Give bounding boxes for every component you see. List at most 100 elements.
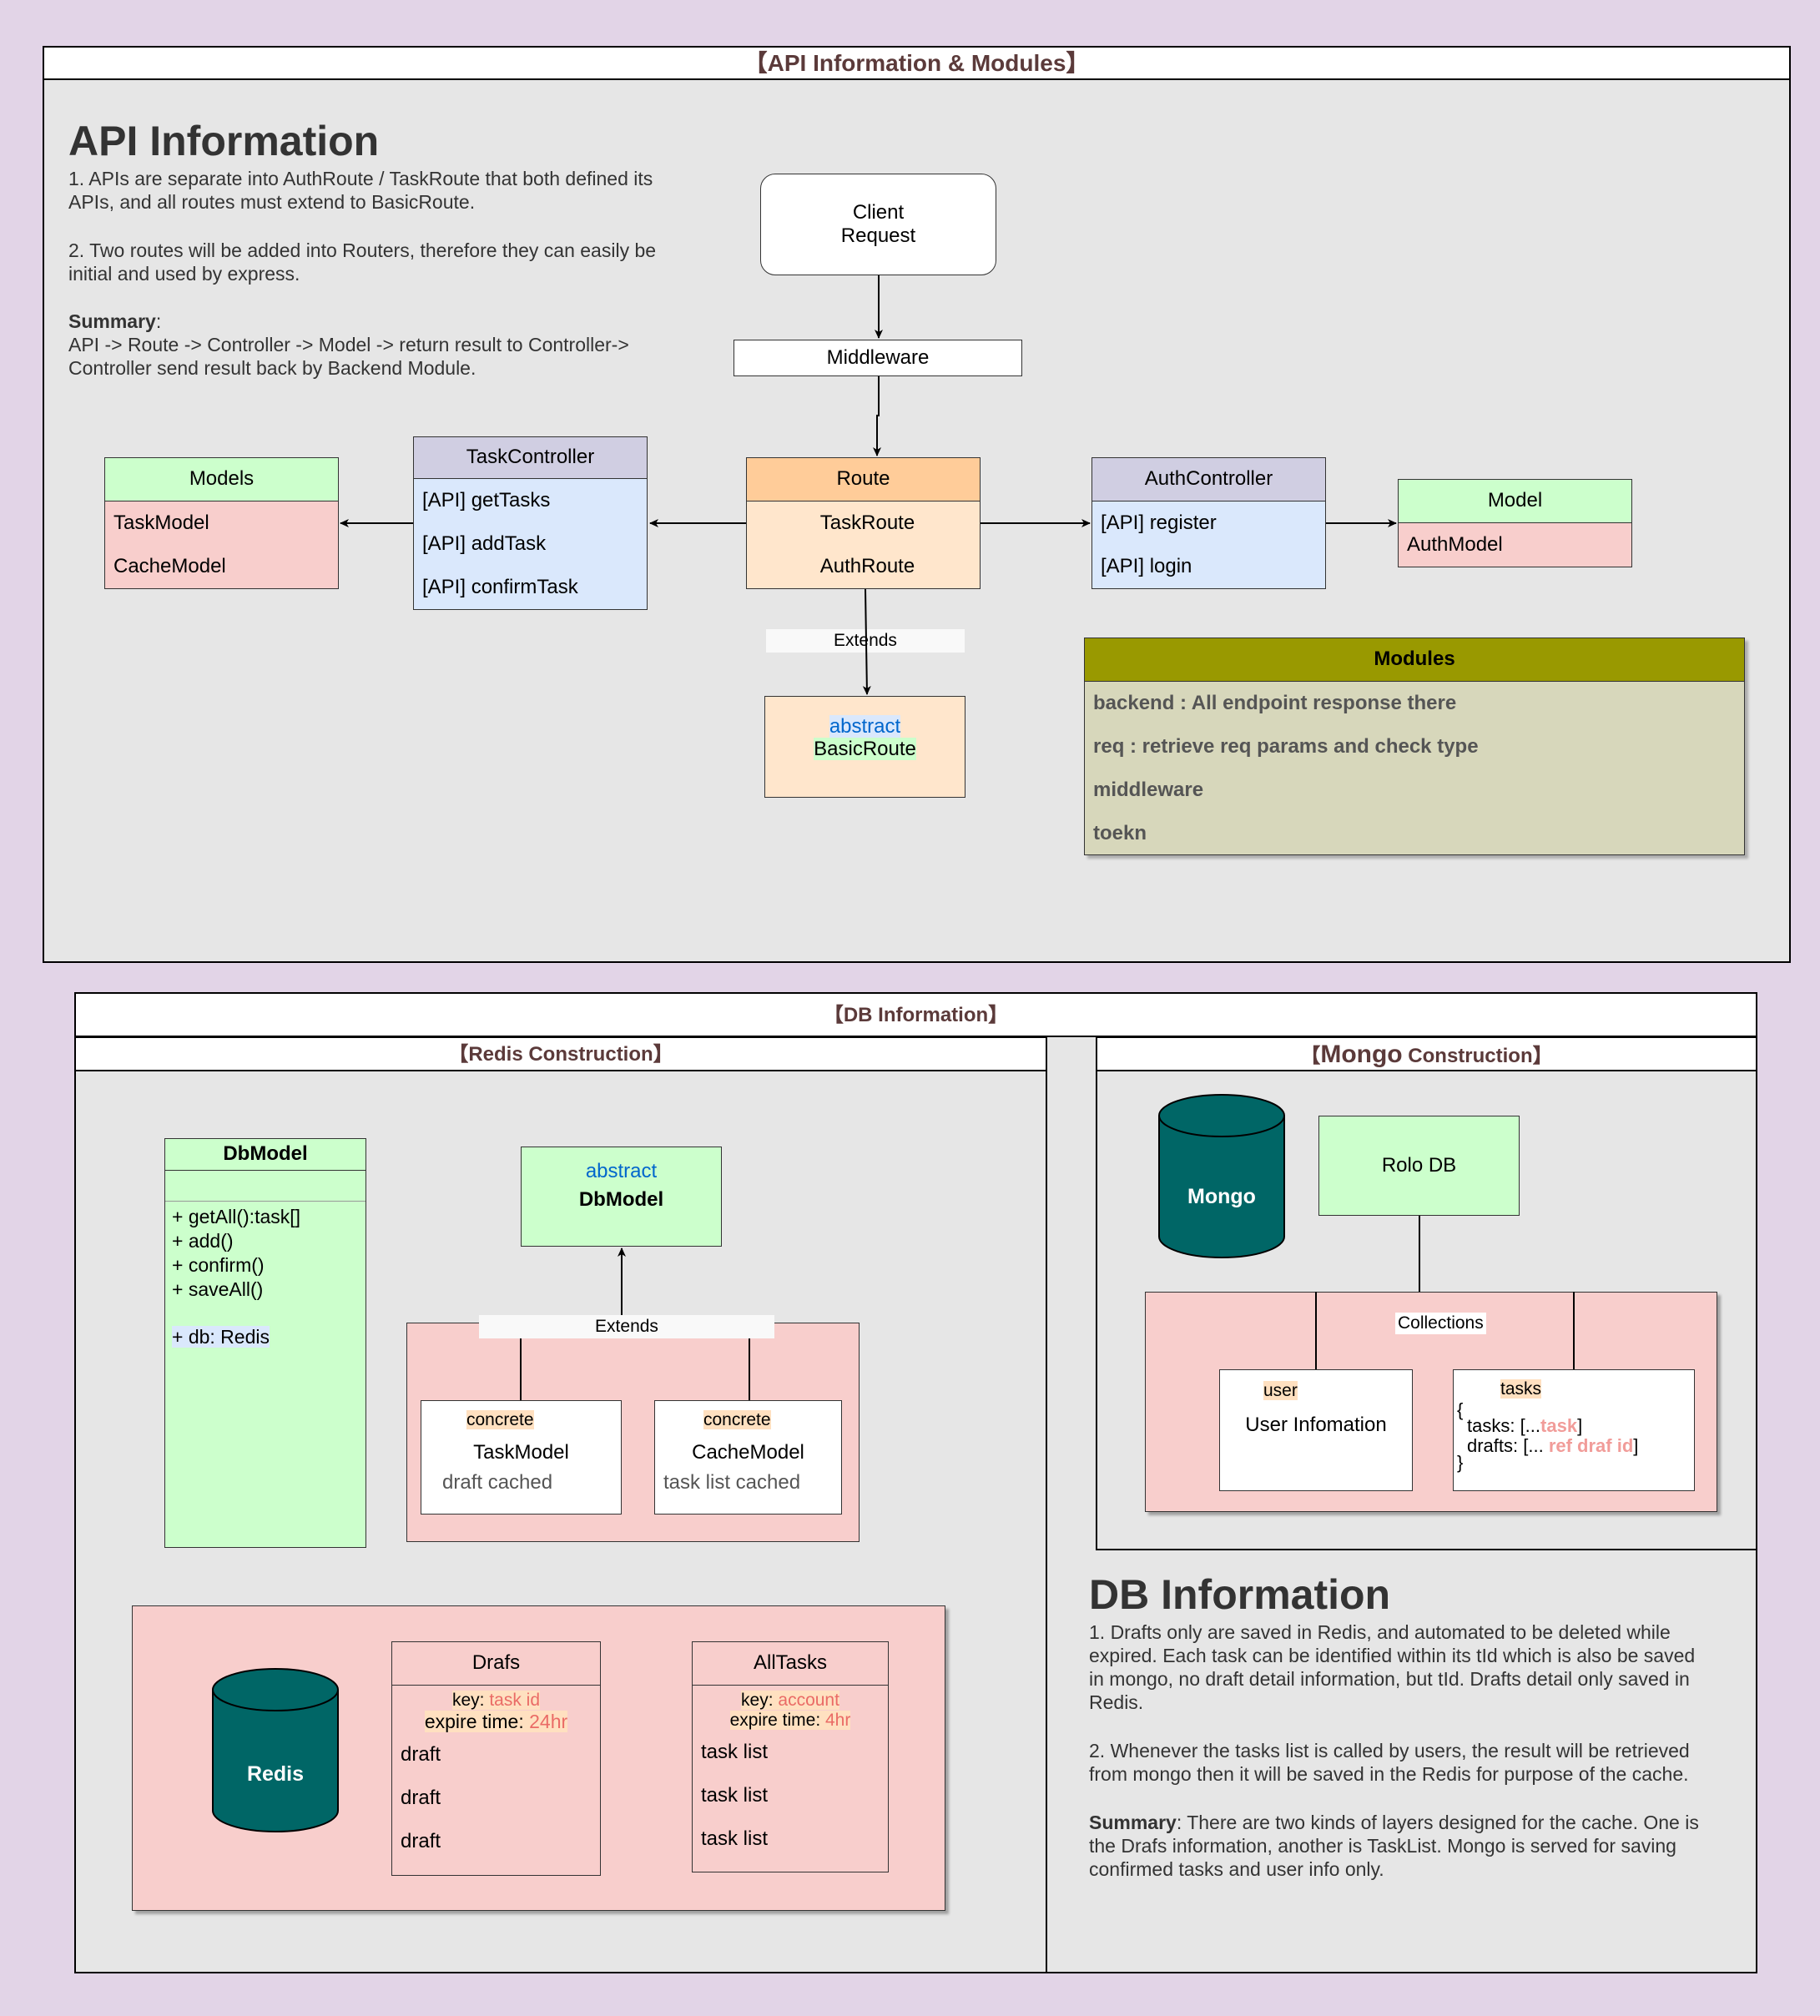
auth-controller-node: AuthController [API] register [API] logi… bbox=[1091, 457, 1326, 589]
task-model-desc: draft cached bbox=[442, 1471, 553, 1494]
mongo-title-suffix: Construction】 bbox=[1402, 1045, 1553, 1067]
drafs-title: Drafs bbox=[392, 1642, 600, 1686]
task-model-name: TaskModel bbox=[473, 1441, 569, 1464]
cache-model-tag: concrete bbox=[703, 1410, 771, 1429]
tasks-json-key: tasks: [... bbox=[1467, 1415, 1541, 1436]
db-panel-title: 【DB Information】 bbox=[74, 992, 1757, 1037]
dbmodel-class-methods: + getAll():task[] + add() + confirm() + … bbox=[165, 1202, 366, 1349]
alltasks-expire-value: 4hr bbox=[825, 1711, 851, 1730]
drafs-item: draft bbox=[401, 1787, 441, 1809]
task-controller-item: [API] confirmTask bbox=[422, 576, 578, 598]
drafts-json-key: drafts: [... bbox=[1467, 1435, 1549, 1456]
route-title: Route bbox=[747, 458, 980, 501]
tasks-json-open: { bbox=[1457, 1399, 1464, 1420]
tasks-collection-node: tasks { tasks: [...task] drafts: [... re… bbox=[1453, 1369, 1695, 1491]
drafs-node: Drafs key: task id expire time: 24hr dra… bbox=[391, 1641, 601, 1876]
task-controller-node: TaskController [API] getTasks [API] addT… bbox=[413, 436, 648, 610]
cache-model-node: concrete CacheModel task list cached bbox=[654, 1400, 842, 1515]
task-model-node: concrete TaskModel draft cached bbox=[421, 1400, 622, 1515]
model-node: Model AuthModel bbox=[1398, 479, 1632, 567]
task-controller-title: TaskController bbox=[414, 437, 647, 479]
cache-model-name: CacheModel bbox=[692, 1441, 804, 1464]
dbmodel-class: DbModel + getAll():task[] + add() + conf… bbox=[164, 1138, 366, 1548]
user-collection-tag: user bbox=[1263, 1381, 1298, 1400]
dbmodel-field: + db: Redis bbox=[172, 1326, 270, 1348]
db-info-para-2: 2. Whenever the tasks list is called by … bbox=[1089, 1740, 1690, 1785]
extends-label: Extends bbox=[766, 629, 965, 653]
alltasks-key-label: key: bbox=[741, 1691, 779, 1710]
modules-node: Modules backend : All endpoint response … bbox=[1084, 638, 1745, 855]
mongo-cylinder-label: Mongo bbox=[1187, 1185, 1256, 1208]
tasks-json-ref: task bbox=[1540, 1415, 1578, 1436]
dbmodel-method: + confirm() bbox=[172, 1254, 265, 1276]
cache-model-desc: task list cached bbox=[663, 1471, 801, 1494]
drafs-item: draft bbox=[401, 1830, 441, 1852]
dbmodel-method: + add() bbox=[172, 1230, 234, 1252]
auth-controller-item: [API] login bbox=[1101, 555, 1192, 577]
tasks-collection-tag: tasks bbox=[1500, 1379, 1542, 1399]
collections-label: Collections bbox=[1395, 1313, 1486, 1334]
dbmodel-extends-label: Extends bbox=[479, 1315, 774, 1338]
models-title: Models bbox=[105, 458, 338, 501]
db-info-heading: DB Information bbox=[1089, 1571, 1391, 1618]
modules-item: toekn bbox=[1093, 822, 1147, 844]
model-item: AuthModel bbox=[1407, 533, 1503, 556]
dbmodel-class-title: DbModel bbox=[165, 1139, 366, 1171]
alltasks-item: task list bbox=[701, 1784, 769, 1807]
mongo-panel-title: 【Mongo Construction】 bbox=[1096, 1036, 1757, 1071]
mongo-title-prefix: 【 bbox=[1300, 1045, 1321, 1067]
models-item: CacheModel bbox=[113, 555, 226, 577]
drafs-expire-value: 24hr bbox=[529, 1711, 568, 1732]
tasks-json-close: } bbox=[1457, 1452, 1464, 1473]
rolo-db-node: Rolo DB bbox=[1318, 1116, 1520, 1216]
redis-panel-title: 【Redis Construction】 bbox=[74, 1036, 1047, 1071]
client-request-node: Client Request bbox=[760, 174, 996, 275]
basic-route-name: BasicRoute bbox=[814, 738, 916, 760]
api-panel-title: 【API Information & Modules】 bbox=[43, 46, 1791, 80]
task-controller-item: [API] getTasks bbox=[422, 489, 551, 512]
db-info-summary-text: : There are two kinds of layers designed… bbox=[1089, 1812, 1699, 1880]
drafs-key-label: key: bbox=[451, 1691, 490, 1710]
api-heading: API Information bbox=[68, 118, 380, 164]
abstract-dbmodel-tag: abstract bbox=[585, 1160, 658, 1182]
modules-item: req : retrieve req params and check type bbox=[1093, 735, 1479, 758]
dbmodel-method: + saveAll() bbox=[172, 1278, 264, 1300]
auth-controller-item: [API] register bbox=[1101, 512, 1217, 534]
user-collection-node: user User Infomation bbox=[1219, 1369, 1413, 1491]
task-model-tag: concrete bbox=[466, 1410, 534, 1429]
modules-item: middleware bbox=[1093, 779, 1204, 801]
alltasks-item: task list bbox=[701, 1741, 769, 1763]
alltasks-expire-label: expire time: bbox=[729, 1711, 825, 1730]
alltasks-node: AllTasks key: account expire time: 4hr t… bbox=[692, 1641, 889, 1872]
auth-controller-title: AuthController bbox=[1092, 458, 1325, 501]
drafs-key-value: task id bbox=[489, 1691, 541, 1710]
abstract-dbmodel-node: abstract DbModel bbox=[521, 1147, 722, 1247]
basic-route-node: abstract BasicRoute bbox=[764, 696, 965, 798]
models-node: Models TaskModel CacheModel bbox=[104, 457, 339, 589]
middleware-node: Middleware bbox=[734, 340, 1022, 376]
client-request-label: Client Request bbox=[840, 201, 916, 247]
route-node: Route TaskRoute AuthRoute bbox=[746, 457, 981, 589]
task-controller-item: [API] addTask bbox=[422, 532, 547, 555]
alltasks-title: AllTasks bbox=[693, 1642, 888, 1686]
api-para-1: 1. APIs are separate into AuthRoute / Ta… bbox=[68, 168, 653, 213]
drafs-item: draft bbox=[401, 1743, 441, 1766]
drafts-json-ref: ref draf id bbox=[1548, 1435, 1634, 1456]
api-para-2: 2. Two routes will be added into Routers… bbox=[68, 239, 657, 285]
modules-item: backend : All endpoint response there bbox=[1093, 692, 1457, 714]
abstract-dbmodel-name: DbModel bbox=[578, 1188, 664, 1211]
models-item: TaskModel bbox=[113, 512, 209, 534]
api-summary-text: API -> Route -> Controller -> Model -> r… bbox=[68, 334, 629, 379]
alltasks-item: task list bbox=[701, 1827, 769, 1850]
mongo-title-mongo: Mongo bbox=[1320, 1041, 1403, 1068]
db-info-para-1: 1. Drafts only are saved in Redis, and a… bbox=[1089, 1621, 1696, 1713]
api-summary-label: Summary bbox=[68, 310, 156, 332]
model-title: Model bbox=[1399, 480, 1631, 523]
alltasks-key-value: account bbox=[778, 1691, 839, 1710]
user-collection-desc: User Infomation bbox=[1245, 1414, 1387, 1436]
dbmodel-method: + getAll():task[] bbox=[172, 1206, 301, 1227]
route-item: TaskRoute bbox=[819, 512, 915, 534]
dbmodel-class-divider bbox=[165, 1171, 366, 1202]
drafs-expire-label: expire time: bbox=[424, 1711, 530, 1732]
redis-cylinder-label: Redis bbox=[246, 1762, 305, 1786]
